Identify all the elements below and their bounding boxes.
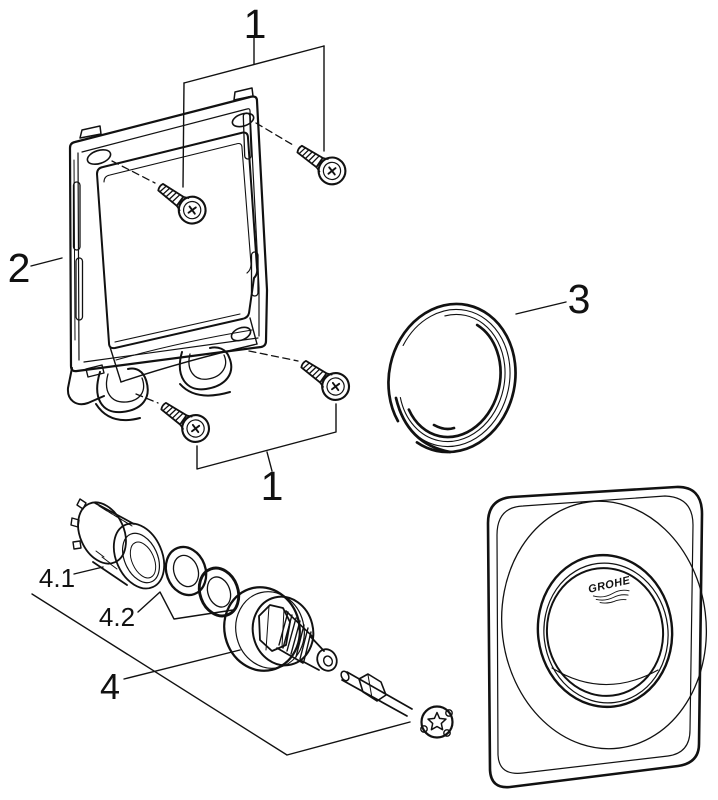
frame-top-tab — [233, 87, 254, 101]
label-part-4-2: 4.2 — [99, 602, 135, 632]
seal-ring-end — [432, 423, 456, 431]
screw-alignment-dashes — [111, 122, 299, 404]
plate-dome-contour — [500, 500, 708, 750]
label-part-1-bottom: 1 — [261, 463, 284, 509]
grohe-logo: GROHE — [587, 574, 632, 604]
button-ring-inner — [543, 562, 669, 704]
actuator-bolt-drawing — [340, 670, 454, 739]
screw-bottom-right — [294, 351, 356, 407]
frame-screw-hole — [230, 326, 252, 342]
actuator-drawing — [223, 586, 338, 672]
flush-button — [545, 567, 665, 697]
frame-slot — [72, 181, 81, 251]
frame-screw-hole — [86, 148, 112, 166]
mounting-frame-drawing — [66, 87, 269, 422]
frame-slot — [250, 251, 259, 297]
screw-bottom-left — [154, 393, 216, 449]
label-part-3: 3 — [568, 276, 591, 322]
frame-top-tab — [79, 125, 102, 139]
frame-screw-hole — [231, 112, 255, 128]
seal-ring-tail — [394, 396, 452, 454]
label-part-2: 2 — [8, 245, 31, 291]
frame-slot — [75, 257, 84, 321]
seal-ring-drawing — [387, 302, 517, 454]
label-part-1-top: 1 — [244, 1, 267, 47]
label-part-4: 4 — [100, 666, 120, 707]
bolt-knob-star — [427, 711, 447, 731]
flush-plate-drawing: GROHE — [486, 485, 708, 789]
bolt-knob — [420, 705, 454, 739]
button-ring-outer — [536, 553, 674, 709]
grohe-logo-text: GROHE — [587, 574, 632, 595]
seal-washers-drawing — [164, 545, 241, 618]
screw-top-right — [290, 136, 352, 191]
adapter-sleeve-drawing — [70, 498, 166, 590]
label-part-4-1: 4.1 — [39, 563, 75, 593]
screw-center — [150, 174, 212, 230]
label-leader-lines — [30, 35, 567, 756]
frame-rect-hole — [85, 364, 105, 378]
frame-bottom-clips — [95, 346, 233, 422]
